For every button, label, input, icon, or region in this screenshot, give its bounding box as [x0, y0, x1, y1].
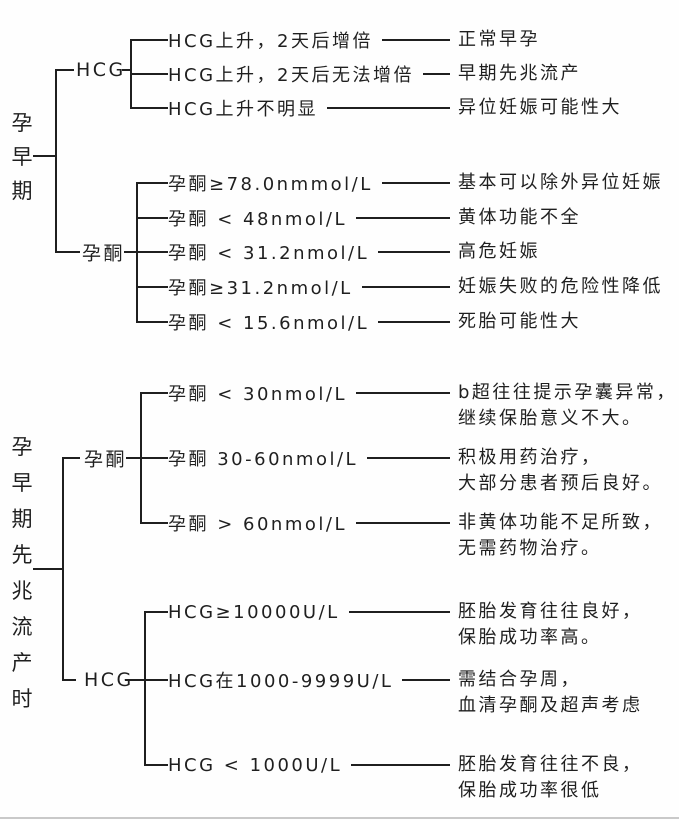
tree-line-root1-elbow-hcg [55, 69, 74, 71]
condition-text: HCG在1000-9999U/L [168, 671, 394, 692]
tree-row: HCG上升不明显 [168, 95, 450, 121]
tree-row: 孕酮≥31.2nmol/L [168, 274, 450, 300]
connector-line [378, 251, 450, 253]
condition-text: 孕酮≥78.0nmmol/L [168, 174, 373, 195]
connector-line [355, 217, 450, 219]
tree-line-yuntong1-to-bracket [124, 251, 168, 253]
outcome-text: 积极用药治疗， 大部分患者预后良好。 [458, 447, 663, 494]
tree-line-stub [130, 73, 168, 75]
outcome-text: 死胎可能性大 [458, 311, 581, 332]
connector-line [348, 611, 450, 613]
connector-line [361, 286, 450, 288]
tree-line-root1-tick [33, 155, 57, 157]
tree-row: 孕酮 < 30nmol/L [168, 380, 450, 406]
connector-line [423, 73, 450, 75]
section2-root-label: 孕早期先兆流产时 [11, 435, 33, 711]
tree-row: HCG上升，2天后无法增倍 [168, 61, 450, 87]
connector-line [355, 392, 450, 394]
tree-row: HCG < 1000U/L [168, 752, 450, 778]
tree-row: 孕酮 30-60nmol/L [168, 445, 450, 471]
tree-line-stub [144, 764, 168, 766]
connector-line [327, 107, 450, 109]
tree-row: 孕酮≥78.0nmmol/L [168, 170, 450, 196]
tree-line-root1-elbow-yuntong [55, 251, 80, 253]
tree-line-bracket4 [144, 611, 146, 766]
tree-line-hcg2-to-bracket [125, 679, 168, 681]
condition-text: HCG上升，2天后增倍 [168, 31, 374, 52]
tree-row: 孕酮 < 15.6nmol/L [168, 309, 450, 335]
condition-text: HCG < 1000U/L [168, 754, 343, 776]
tree-row: HCG上升，2天后增倍 [168, 27, 450, 53]
outcome-text: 胚胎发育往往不良， 保胎成功率很低 [458, 754, 643, 801]
tree-line-stub [136, 217, 168, 219]
connector-line [355, 522, 450, 524]
tree-row: 孕酮 > 60nmol/L [168, 510, 450, 536]
tree-row: HCG在1000-9999U/L [168, 667, 450, 693]
tree-line-root2-tick [33, 568, 62, 570]
tree-row: 孕酮 < 48nmol/L [168, 205, 450, 231]
bottom-edge-rule [0, 817, 679, 819]
connector-line [382, 39, 450, 41]
tree-line-bracket2 [136, 182, 138, 323]
tree-line-bracket3 [140, 392, 142, 524]
branch-label-hcg-1: HCG [76, 59, 126, 81]
connector-line [381, 182, 450, 184]
tree-line-stub [144, 611, 168, 613]
tree-line-root2-vertical [62, 457, 64, 681]
connector-line [367, 457, 450, 459]
condition-text: HCG上升，2天后无法增倍 [168, 65, 415, 86]
outcome-text: 基本可以除外异位妊娠 [458, 172, 663, 193]
condition-text: 孕酮 < 48nmol/L [168, 209, 347, 230]
tree-line-stub [140, 522, 168, 524]
tree-line-stub [140, 392, 168, 394]
branch-label-hcg-2: HCG [84, 669, 134, 691]
tree-line-root1-vertical [55, 69, 57, 253]
outcome-text: 高危妊娠 [458, 241, 540, 262]
outcome-text: 非黄体功能不足所致， 无需药物治疗。 [458, 512, 663, 559]
tree-line-stub [130, 39, 168, 41]
outcome-text: 需结合孕周， 血清孕酮及超声考虑 [458, 669, 643, 716]
condition-text: HCG≥10000U/L [168, 601, 340, 623]
tree-line-yuntong2-to-bracket [126, 457, 168, 459]
section1-root-label: 孕早期 [11, 111, 33, 203]
tree-row: 孕酮 < 31.2nmol/L [168, 239, 450, 265]
outcome-text: b超往往提示孕囊异常， 继续保胎意义不大。 [458, 382, 677, 429]
outcome-text: 异位妊娠可能性大 [458, 97, 622, 118]
tree-line-stub [136, 182, 168, 184]
tree-row: HCG≥10000U/L [168, 599, 450, 625]
outcome-text: 黄体功能不全 [458, 207, 581, 228]
connector-line [402, 679, 450, 681]
condition-text: 孕酮≥31.2nmol/L [168, 278, 353, 299]
condition-text: 孕酮 < 31.2nmol/L [168, 243, 370, 264]
tree-line-stub [136, 321, 168, 323]
condition-text: 孕酮 < 15.6nmol/L [168, 313, 370, 334]
condition-text: 孕酮 > 60nmol/L [168, 514, 347, 535]
connector-line [351, 764, 450, 766]
outcome-text: 早期先兆流产 [458, 63, 581, 84]
tree-line-stub [130, 107, 168, 109]
tree-line-hcg1-to-bracket [122, 69, 132, 71]
branch-label-yuntong-1: 孕酮 [82, 242, 126, 265]
outcome-text: 正常早孕 [458, 29, 540, 50]
condition-text: 孕酮 30-60nmol/L [168, 449, 359, 470]
outcome-text: 胚胎发育往往良好， 保胎成功率高。 [458, 601, 643, 648]
condition-text: HCG上升不明显 [168, 99, 319, 120]
tree-line-root2-elbow-yuntong [62, 457, 80, 459]
condition-text: 孕酮 < 30nmol/L [168, 384, 347, 405]
tree-line-root2-elbow-hcg [62, 679, 76, 681]
tree-line-stub [136, 286, 168, 288]
connector-line [378, 321, 450, 323]
branch-label-yuntong-2: 孕酮 [84, 448, 128, 471]
outcome-text: 妊娠失败的危险性降低 [458, 276, 663, 297]
